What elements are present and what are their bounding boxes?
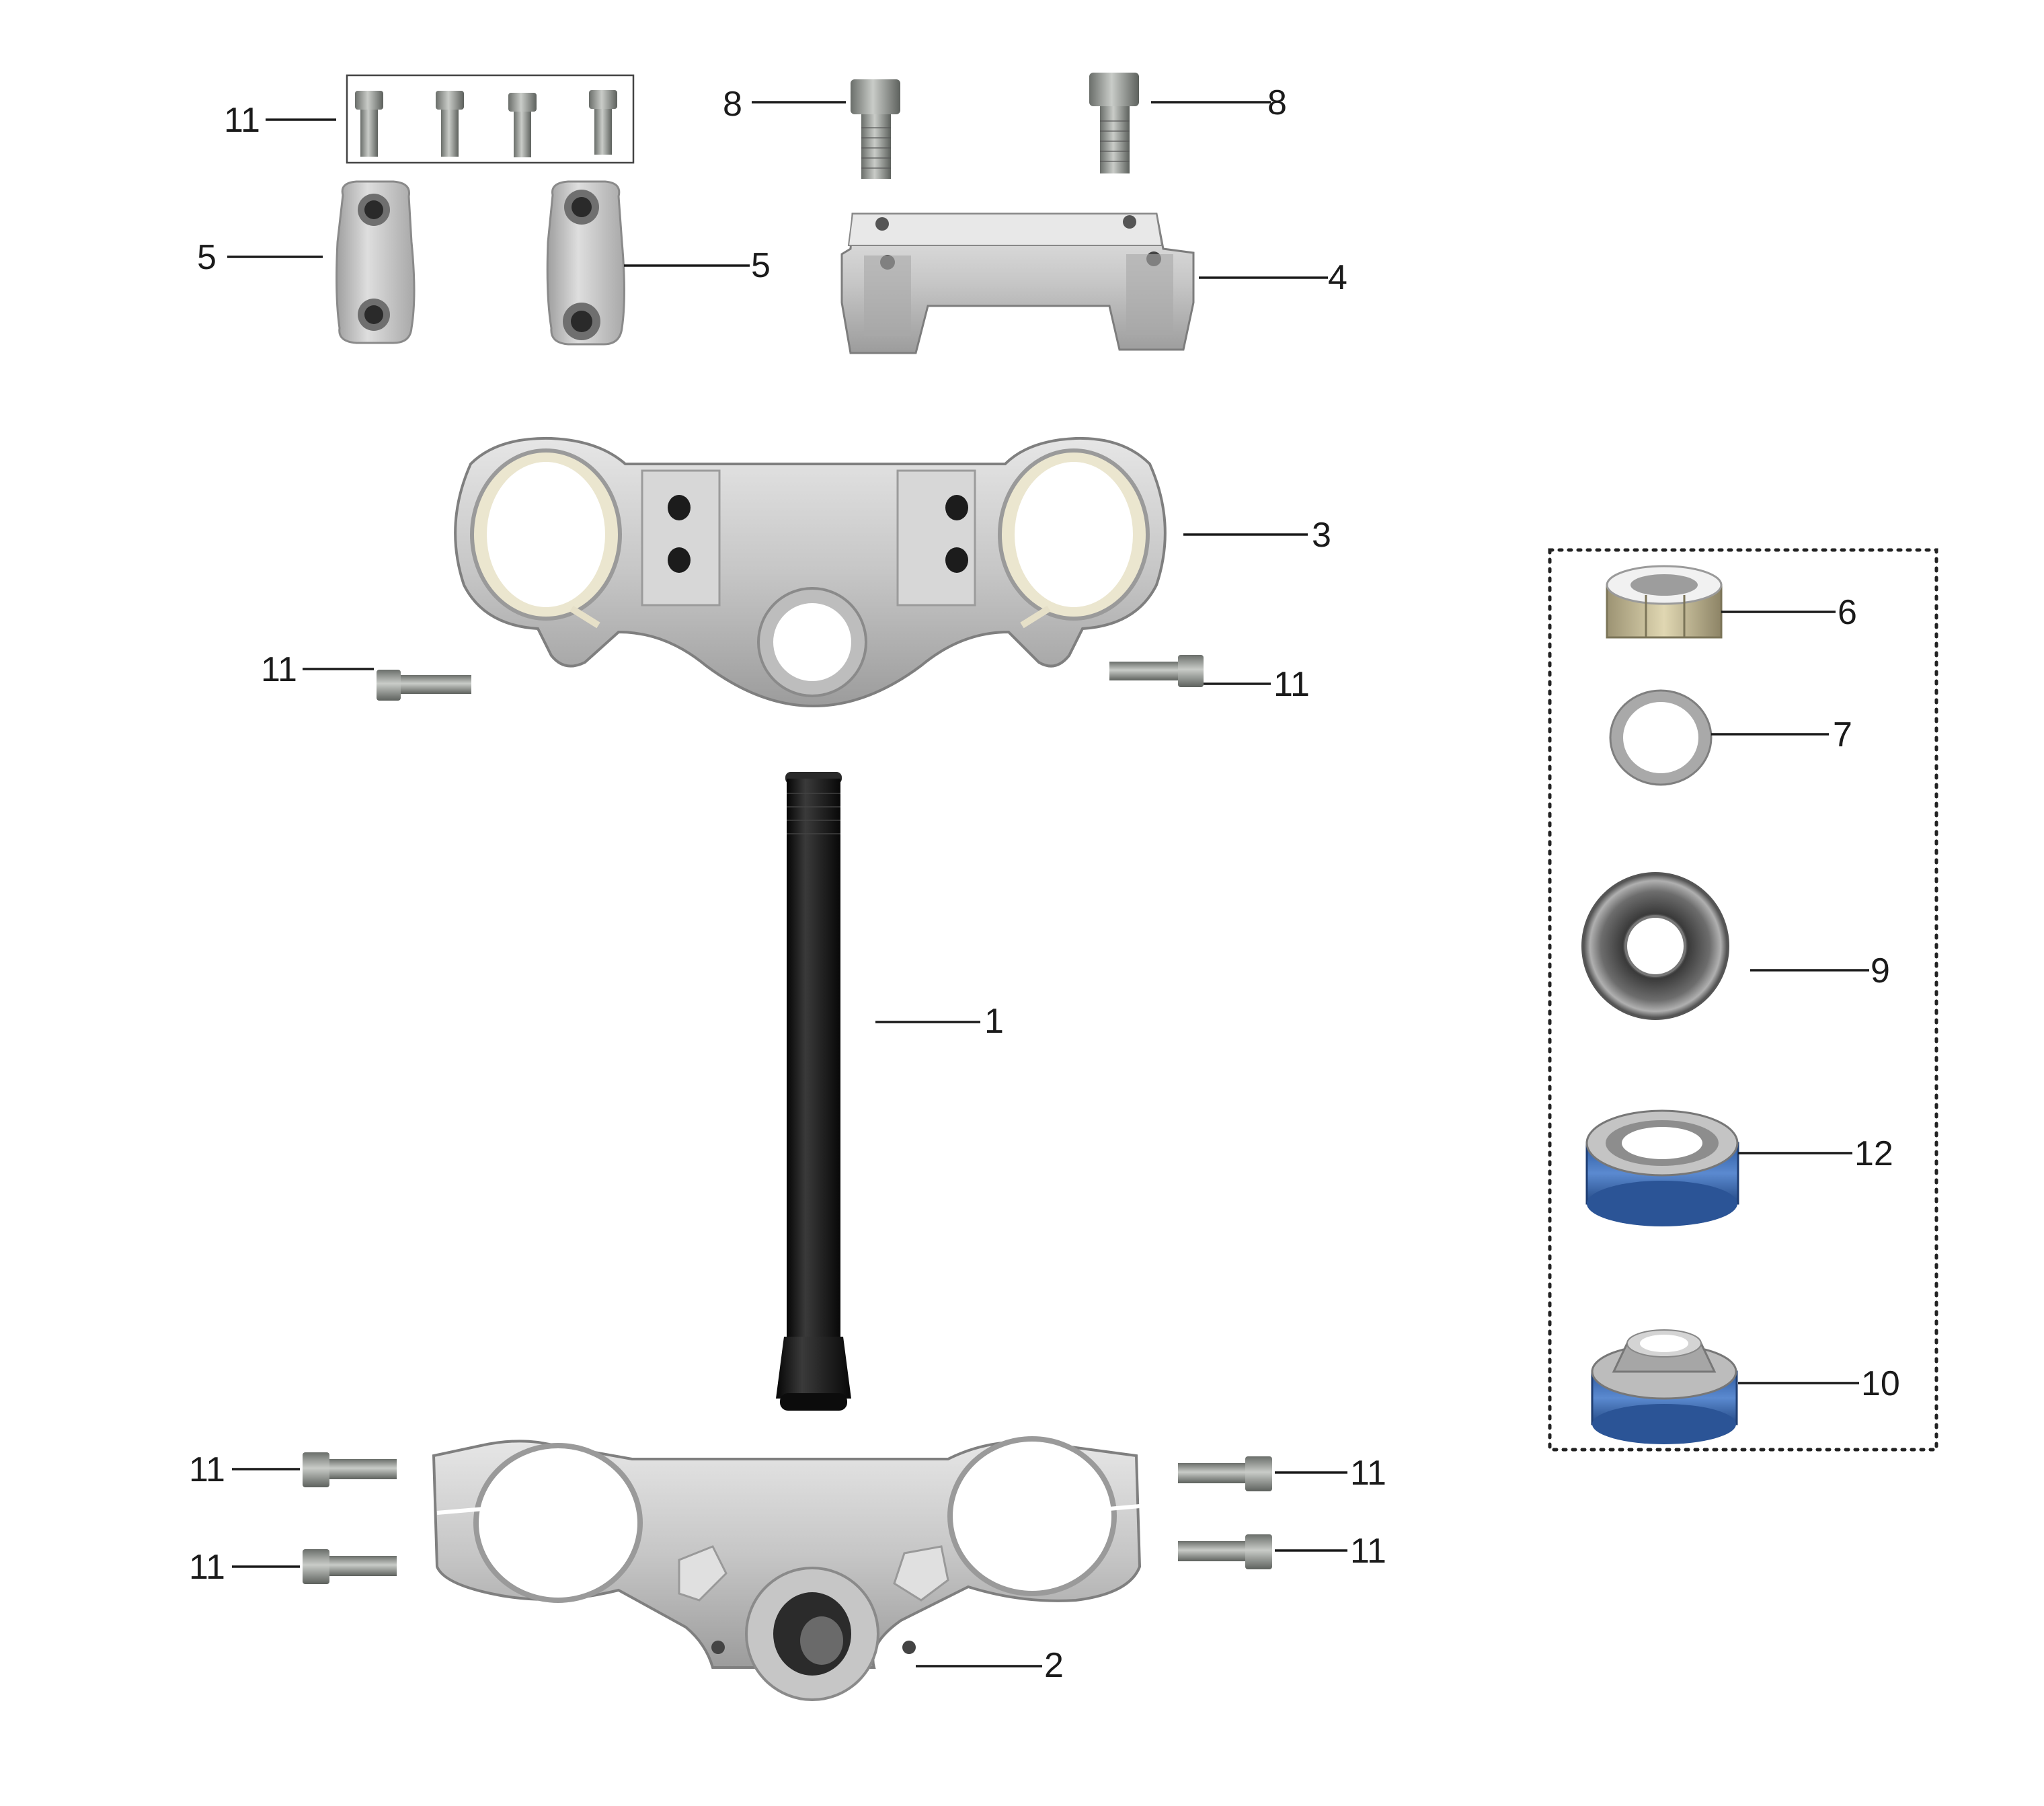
part-5-clamp-left (336, 180, 416, 344)
bolt-icon (589, 90, 617, 155)
callout-9: 9 (1871, 951, 1890, 990)
part-11-bolt-lower-right-top (1178, 1456, 1272, 1491)
callout-8-left: 8 (723, 85, 742, 124)
callout-5-right: 5 (751, 246, 771, 285)
callout-5-left: 5 (197, 238, 217, 277)
part-5-clamp-right (546, 180, 625, 346)
leader-lines (227, 101, 1869, 1667)
part-11-bolt-lower-right-bottom (1178, 1534, 1272, 1569)
part-11-bolt-set (346, 74, 635, 164)
part-8-bolt-right (1089, 73, 1139, 173)
small-parts-dotted-box (1548, 548, 1938, 1452)
part-6-lock-nut (1606, 565, 1723, 639)
part-1-steering-stem (776, 772, 851, 1411)
callout-11-low-right-a: 11 (1350, 1454, 1386, 1493)
callout-11-low-right-b: 11 (1350, 1532, 1386, 1571)
bolt-icon (436, 91, 464, 157)
callout-10: 10 (1861, 1364, 1900, 1403)
part-9-dust-seal (1581, 872, 1729, 1020)
callout-1: 1 (984, 1002, 1004, 1041)
callout-11-low-left-b: 11 (189, 1548, 225, 1587)
callout-6: 6 (1838, 593, 1857, 632)
bolt-icon (508, 93, 537, 157)
part-12-ball-bearing (1585, 1109, 1739, 1226)
callout-2: 2 (1044, 1646, 1064, 1685)
callout-11-top: 11 (224, 101, 260, 140)
callout-4: 4 (1328, 258, 1347, 297)
callout-7: 7 (1833, 715, 1852, 754)
callout-11-mid-left: 11 (261, 650, 297, 689)
part-7-washer (1609, 689, 1713, 786)
part-11-bolt-upper-right (1109, 655, 1204, 687)
part-2-lower-triple-clamp (432, 1436, 1142, 1701)
bolt-icon (355, 91, 383, 157)
part-8-bolt-left (851, 79, 900, 179)
callout-8-right: 8 (1267, 83, 1287, 122)
part-11-bolt-lower-left-bottom (303, 1549, 397, 1584)
part-10-taper-bearing (1591, 1329, 1738, 1444)
callout-11-low-left-a: 11 (189, 1450, 225, 1489)
part-11-bolt-lower-left-top (303, 1452, 397, 1487)
part-4-handlebar-bridge (840, 212, 1195, 354)
part-11-bolt-upper-left (377, 670, 471, 701)
callout-11-mid-right: 11 (1273, 665, 1310, 704)
callout-12: 12 (1854, 1134, 1893, 1173)
part-3-upper-triple-clamp (454, 436, 1167, 708)
callout-3: 3 (1312, 516, 1331, 555)
